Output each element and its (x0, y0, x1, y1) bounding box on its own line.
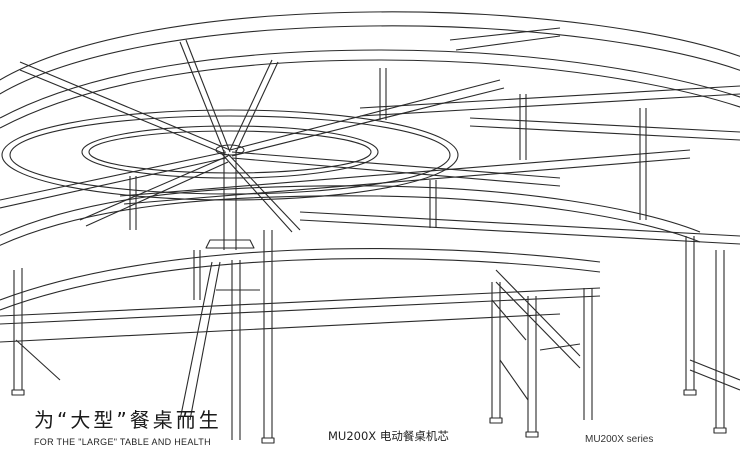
mid-ring (0, 185, 701, 311)
outer-rim (0, 11, 740, 129)
motor-column (179, 150, 260, 440)
inner-rings (1, 109, 459, 201)
radial-spokes (0, 39, 561, 233)
model-title-cn: MU200X 电动餐桌机芯 (328, 429, 449, 443)
support-legs (13, 68, 725, 440)
diagonal-braces (15, 269, 740, 401)
headline: 为“大型”餐桌而生 (34, 408, 222, 432)
leg-feet (11, 389, 727, 444)
subline: FOR THE "LARGE" TABLE AND HEALTH (34, 437, 211, 447)
model-series-en: MU200X series (585, 434, 654, 445)
